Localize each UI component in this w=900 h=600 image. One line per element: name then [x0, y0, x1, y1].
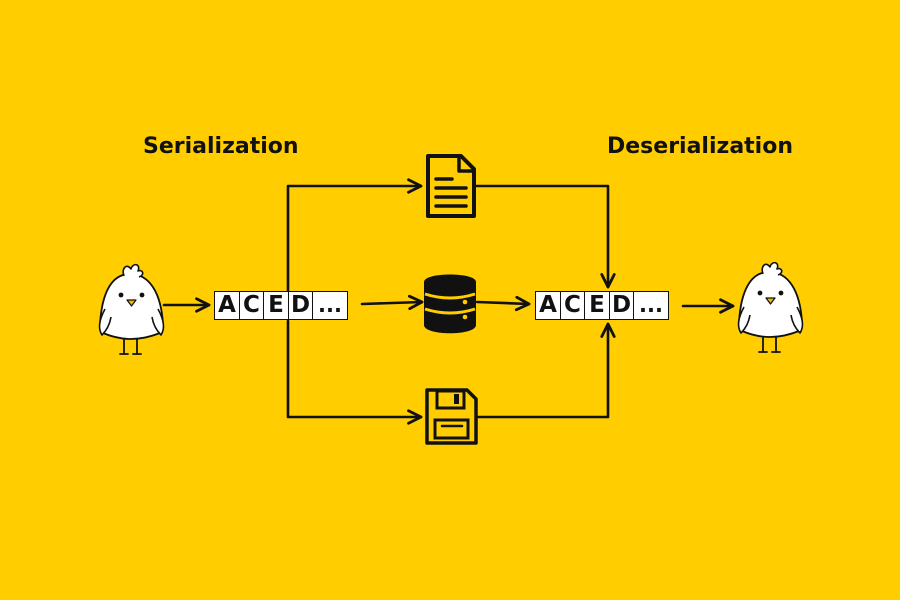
document-icon — [426, 154, 476, 218]
deserialized-byte-strip: A C E D ... — [535, 291, 669, 321]
arrow-document-to-strip — [474, 184, 616, 289]
arrow-database-to-strip — [475, 295, 531, 312]
arrow-strip-to-database — [360, 294, 424, 311]
byte-cell: A — [535, 291, 561, 320]
deserialization-title: Deserialization — [607, 134, 794, 159]
byte-cell-ellipsis: ... — [312, 291, 348, 320]
chick-icon — [98, 263, 165, 355]
serialized-byte-strip: A C E D ... — [214, 291, 348, 321]
byte-cell: C — [559, 291, 586, 320]
arrow-strip-to-floppy — [286, 319, 423, 425]
byte-cell: E — [263, 291, 289, 320]
byte-cell: C — [238, 291, 265, 320]
arrow-floppy-to-strip — [474, 322, 616, 419]
arrow-strip-to-document — [286, 178, 423, 293]
byte-cell: A — [214, 291, 240, 320]
floppy-disk-icon — [425, 388, 478, 445]
chick-icon — [737, 261, 804, 353]
byte-cell: D — [287, 291, 314, 320]
byte-cell: E — [584, 291, 610, 320]
serialization-title: Serialization — [143, 134, 299, 159]
database-icon — [424, 274, 476, 334]
byte-cell: D — [608, 291, 635, 320]
byte-cell-ellipsis: ... — [633, 291, 669, 320]
